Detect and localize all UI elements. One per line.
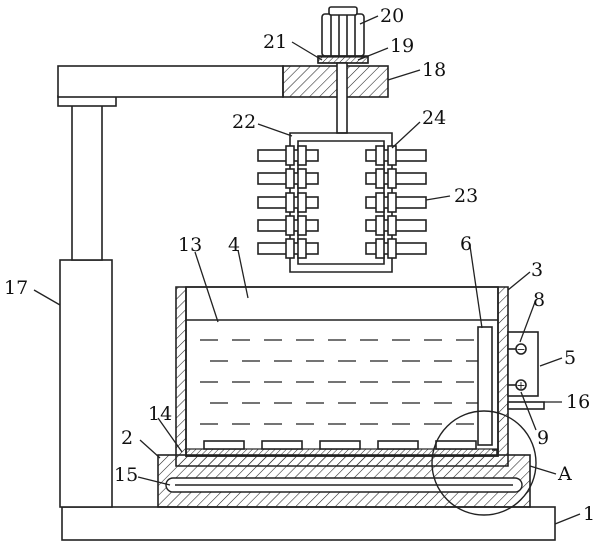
base-plate <box>61 506 556 541</box>
callout-20: 20 <box>380 5 404 27</box>
callout-24: 24 <box>422 107 446 129</box>
blade-right-5 <box>365 238 427 259</box>
callout-23: 23 <box>454 185 478 207</box>
callout-13: 13 <box>178 234 202 256</box>
leader-lines <box>33 15 581 525</box>
callout-5: 5 <box>564 347 576 369</box>
inner-bottom-plate <box>185 448 499 457</box>
blade-left-5 <box>257 238 319 259</box>
callout-a: A <box>557 463 572 485</box>
cross-arm <box>57 65 284 98</box>
drive-shaft <box>336 62 348 134</box>
blade-right-1 <box>365 145 427 166</box>
callout-18: 18 <box>422 59 446 81</box>
callout-8: 8 <box>533 289 545 311</box>
electrode-plate <box>477 326 493 446</box>
callout-9: 9 <box>537 427 549 449</box>
callout-2: 2 <box>121 427 133 449</box>
positive-symbol: + <box>516 379 525 392</box>
callout-17: 17 <box>4 277 28 299</box>
callout-1: 1 <box>583 503 595 525</box>
callout-16: 16 <box>566 391 590 413</box>
tank-wall <box>175 286 509 467</box>
callout-4: 4 <box>228 234 240 256</box>
negative-terminal: − <box>508 343 527 356</box>
blade-left-2 <box>257 168 319 189</box>
blade-right-4 <box>365 215 427 236</box>
callout-3: 3 <box>531 259 543 281</box>
support-column <box>57 95 117 508</box>
blade-left-4 <box>257 215 319 236</box>
callout-labels: 1 2 3 4 5 6 8 9 13 14 15 16 17 18 19 20 … <box>4 5 595 525</box>
bearing-seat <box>317 56 369 64</box>
callout-21: 21 <box>263 31 287 53</box>
callout-15: 15 <box>114 464 138 486</box>
callout-19: 19 <box>390 35 414 57</box>
motor <box>321 6 365 57</box>
positive-terminal: + <box>508 379 527 392</box>
stirring-blades <box>257 145 427 259</box>
liquid-body <box>200 339 480 425</box>
callout-6: 6 <box>460 233 472 255</box>
bottom-pads <box>203 440 477 450</box>
blade-left-1 <box>257 145 319 166</box>
negative-symbol: − <box>516 343 525 356</box>
blade-left-3 <box>257 192 319 213</box>
callout-14: 14 <box>148 403 172 425</box>
blade-right-3 <box>365 192 427 213</box>
callout-22: 22 <box>232 111 256 133</box>
motor-mount-block <box>282 65 389 98</box>
blade-right-2 <box>365 168 427 189</box>
detail-circle-a <box>431 410 537 516</box>
heating-coil <box>165 477 523 493</box>
